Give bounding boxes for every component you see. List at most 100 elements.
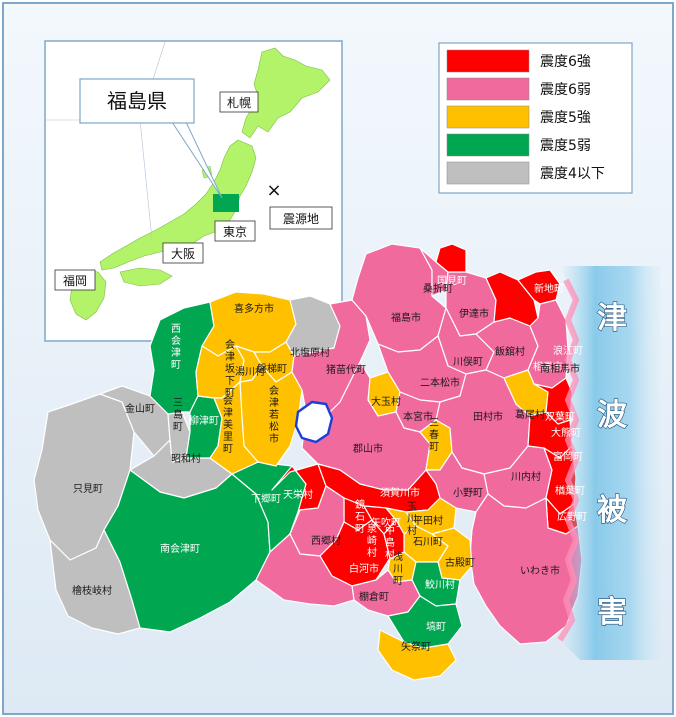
shikoku-land bbox=[119, 267, 173, 287]
municipality-label-hirata: 平田村 bbox=[413, 514, 443, 527]
municipality-label-mishima: 三島町 bbox=[173, 398, 183, 433]
legend-label: 震度6強 bbox=[540, 54, 591, 70]
sapporo-label: 札幌 bbox=[227, 95, 251, 110]
municipality-label-hanawa: 塙町 bbox=[426, 620, 446, 633]
municipality-labels: 新地町相馬市国見町桑折町伊達市福島市川俣町飯舘村南相馬市二本松市猪苗代町北塩原村… bbox=[72, 275, 587, 653]
municipality-label-kori: 桑折町 bbox=[423, 282, 453, 295]
municipality-label-samegawa: 鮫川村 bbox=[425, 578, 455, 591]
fukushima-callout-text: 福島県 bbox=[107, 89, 167, 113]
municipality-label-okuma: 大熊町 bbox=[551, 426, 581, 439]
municipality-label-nakajima: 中島村 bbox=[385, 524, 395, 561]
legend-swatch bbox=[446, 161, 530, 185]
legend-label: 震度5強 bbox=[540, 110, 591, 126]
municipality-label-naraha: 楢葉町 bbox=[555, 484, 585, 497]
fukuoka-label: 福岡 bbox=[63, 273, 87, 288]
inset-japan-map: 福島県 札幌 東京 大阪 福岡 × 震源地 bbox=[44, 40, 343, 342]
tsunami-band: 津 波 被 害 bbox=[557, 266, 660, 660]
tsunami-gradient bbox=[560, 266, 660, 660]
legend-swatch bbox=[446, 49, 530, 73]
tsunami-char-3: 被 bbox=[597, 493, 627, 528]
municipality-label-kitakata: 喜多方市 bbox=[234, 302, 274, 315]
sapporo-label-box bbox=[219, 91, 259, 113]
municipality-label-shimogo: 下郷町 bbox=[251, 493, 281, 505]
municipality-label-kawamata: 川俣町 bbox=[453, 355, 483, 368]
municipality-label-namie: 浪江町 bbox=[553, 344, 583, 357]
legend-label: 震度5弱 bbox=[540, 138, 591, 154]
epicenter-label-box bbox=[269, 206, 333, 230]
osaka-label-box bbox=[162, 242, 204, 264]
municipality-label-tamura: 田村市 bbox=[473, 410, 503, 423]
municipality-label-minamiaizu: 南会津町 bbox=[160, 542, 200, 555]
municipality-label-miharu: 三春町 bbox=[429, 418, 439, 453]
tsunami-char-4: 害 bbox=[597, 595, 627, 630]
tsunami-wave-edge bbox=[557, 278, 580, 642]
legend-label: 震度4以下 bbox=[540, 166, 605, 182]
legend-swatch bbox=[446, 77, 530, 101]
municipality-label-yamatsuri: 矢祭町 bbox=[401, 640, 431, 653]
fukuoka-label-box bbox=[54, 269, 96, 291]
municipality-label-tomioka: 富岡町 bbox=[553, 450, 583, 463]
municipality-label-tamakawa: 玉川村 bbox=[407, 502, 417, 537]
tokyo-label-box bbox=[214, 220, 256, 242]
municipality-label-showa: 昭和村 bbox=[171, 452, 201, 465]
municipality-label-nishigo: 西郷村 bbox=[311, 534, 341, 547]
municipality-label-tenei: 天栄村 bbox=[283, 488, 313, 501]
region-shinchi bbox=[517, 269, 561, 305]
municipality-label-date: 伊達市 bbox=[459, 307, 489, 320]
region-kunimi bbox=[435, 243, 467, 273]
municipality-label-bandai: 磐梯町 bbox=[257, 362, 287, 375]
legend-label: 震度6弱 bbox=[540, 82, 591, 98]
legend-swatch bbox=[446, 105, 530, 129]
lake-inawashiro bbox=[294, 400, 334, 444]
municipality-label-tanagura: 棚倉町 bbox=[359, 590, 389, 603]
municipality-label-aizubange: 会津坂下町 bbox=[225, 338, 235, 399]
municipality-label-aizumisato: 会津美里町 bbox=[223, 394, 233, 455]
legend-swatch bbox=[446, 133, 530, 157]
municipality-label-sukagawa: 須賀川市 bbox=[380, 486, 420, 499]
fukushima-highlight bbox=[213, 194, 239, 212]
fukushima-callout-box bbox=[79, 78, 195, 124]
municipality-label-minamisoma: 南相馬市 bbox=[540, 362, 580, 375]
region-nishigo-south bbox=[255, 533, 355, 607]
municipality-label-ishikawa: 石川町 bbox=[413, 537, 443, 548]
municipality-label-soma: 相馬市 bbox=[533, 360, 563, 373]
prefecture-map bbox=[33, 243, 583, 681]
municipality-label-hirono: 広野町 bbox=[557, 510, 587, 523]
region-aizumisato bbox=[209, 381, 259, 475]
municipality-label-izumizaki: 泉崎村 bbox=[367, 522, 377, 559]
municipality-label-nihonmatsu: 二本松市 bbox=[420, 376, 460, 389]
municipality-label-motomiya: 本宮市 bbox=[403, 410, 433, 423]
municipality-label-kagamiishi: 鏡石町 bbox=[355, 498, 365, 535]
inset-guide-line bbox=[139, 119, 153, 241]
municipality-label-tadami: 只見町 bbox=[73, 483, 103, 495]
municipality-label-asakawa: 浅川町 bbox=[393, 550, 403, 587]
osaka-label: 大阪 bbox=[171, 247, 195, 261]
municipality-label-hinoemata: 檜枝岐村 bbox=[72, 584, 112, 597]
tsunami-char-2: 波 bbox=[597, 398, 628, 433]
municipality-label-yanaizu: 柳津町 bbox=[189, 414, 219, 427]
municipality-label-kawauchi: 川内村 bbox=[511, 470, 541, 483]
municipality-label-inawashiro: 猪苗代町 bbox=[326, 364, 366, 376]
municipality-label-futaba: 双葉町 bbox=[545, 410, 575, 423]
municipality-label-nishiaizu: 西会津町 bbox=[171, 324, 181, 371]
municipality-label-aizuwakamatsu: 会津若松市 bbox=[269, 384, 279, 445]
epicenter-mark: × bbox=[266, 180, 281, 201]
municipality-label-kaneyama: 金山町 bbox=[125, 402, 155, 415]
municipality-label-shirakawa: 白河市 bbox=[349, 562, 379, 575]
municipality-label-furudono: 古殿町 bbox=[445, 556, 475, 569]
tokyo-label: 東京 bbox=[223, 225, 247, 239]
municipality-label-kitashiobara: 北塩原村 bbox=[290, 346, 330, 359]
tsunami-char-1: 津 bbox=[597, 301, 627, 336]
municipality-label-iitate: 飯舘村 bbox=[495, 345, 525, 358]
region-yamatsuri bbox=[377, 629, 457, 681]
municipality-label-yugawa: 湯川村 bbox=[235, 365, 265, 378]
municipality-label-katsurao: 葛尾村 bbox=[515, 408, 545, 421]
municipality-label-shinchi: 新地町 bbox=[534, 282, 564, 295]
epicenter-label: 震源地 bbox=[283, 212, 319, 226]
municipality-label-iwaki: いわき市 bbox=[520, 564, 560, 577]
municipality-label-otama: 大玉村 bbox=[371, 395, 401, 408]
municipality-label-yabuki: 矢吹町 bbox=[371, 516, 401, 529]
